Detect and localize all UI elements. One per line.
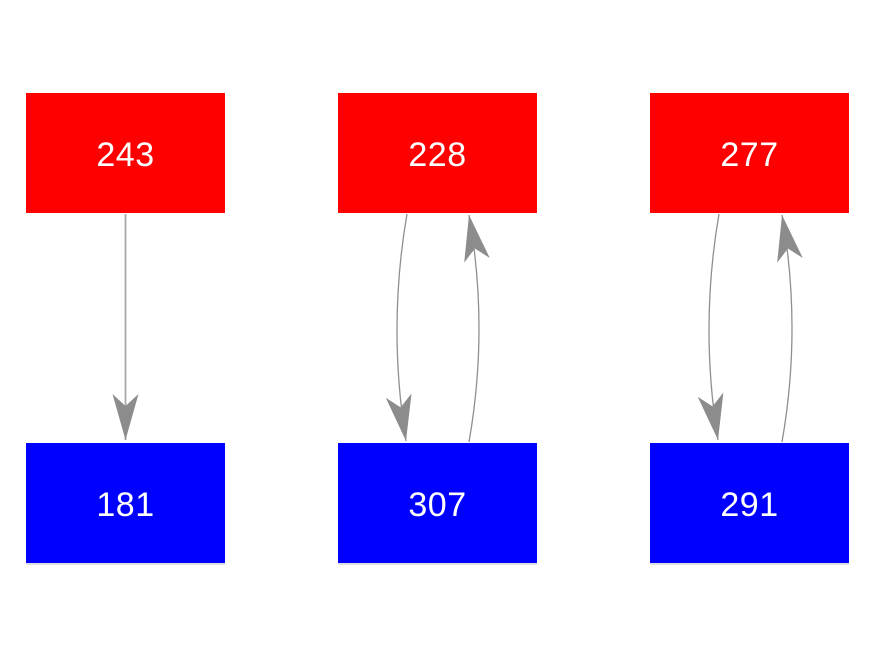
arrowhead-icon — [464, 215, 490, 263]
node-bottom-1: 181 — [26, 443, 225, 563]
node-label: 181 — [96, 486, 155, 524]
node-top-2: 228 — [338, 93, 537, 213]
node-top-3: 277 — [650, 93, 849, 213]
node-bottom-3: 291 — [650, 443, 849, 563]
node-label: 307 — [408, 486, 467, 524]
node-bottom-2: 307 — [338, 443, 537, 563]
node-label: 228 — [408, 136, 467, 174]
arrowhead-icon — [697, 392, 724, 440]
node-label: 291 — [720, 486, 779, 524]
node-label: 277 — [720, 136, 779, 174]
arrowhead-icon — [777, 215, 803, 263]
node-top-1: 243 — [26, 93, 225, 213]
node-label: 243 — [96, 136, 155, 174]
arrowhead-icon — [112, 394, 139, 440]
arrowhead-icon — [385, 393, 412, 441]
